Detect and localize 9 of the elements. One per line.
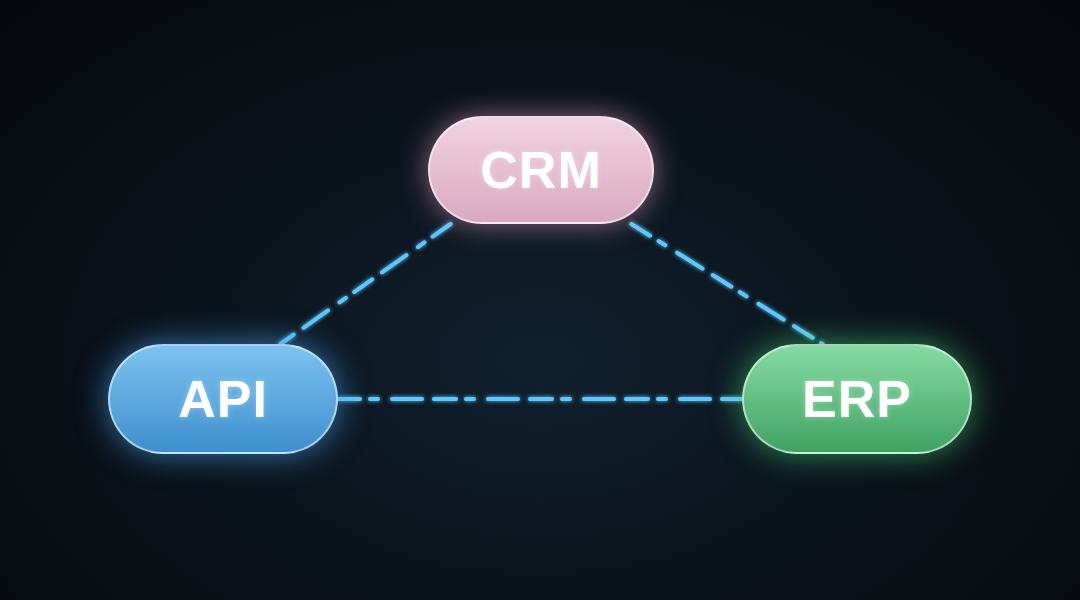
node-label: CRM (480, 140, 602, 200)
dashed-connector (278, 222, 453, 346)
node-label: ERP (802, 369, 912, 429)
pill-node (108, 344, 338, 454)
pill-node (428, 116, 654, 224)
dashed-connector (629, 222, 825, 346)
pill-node (742, 344, 972, 454)
dashed-connector (336, 397, 744, 401)
node-label: API (178, 369, 268, 429)
